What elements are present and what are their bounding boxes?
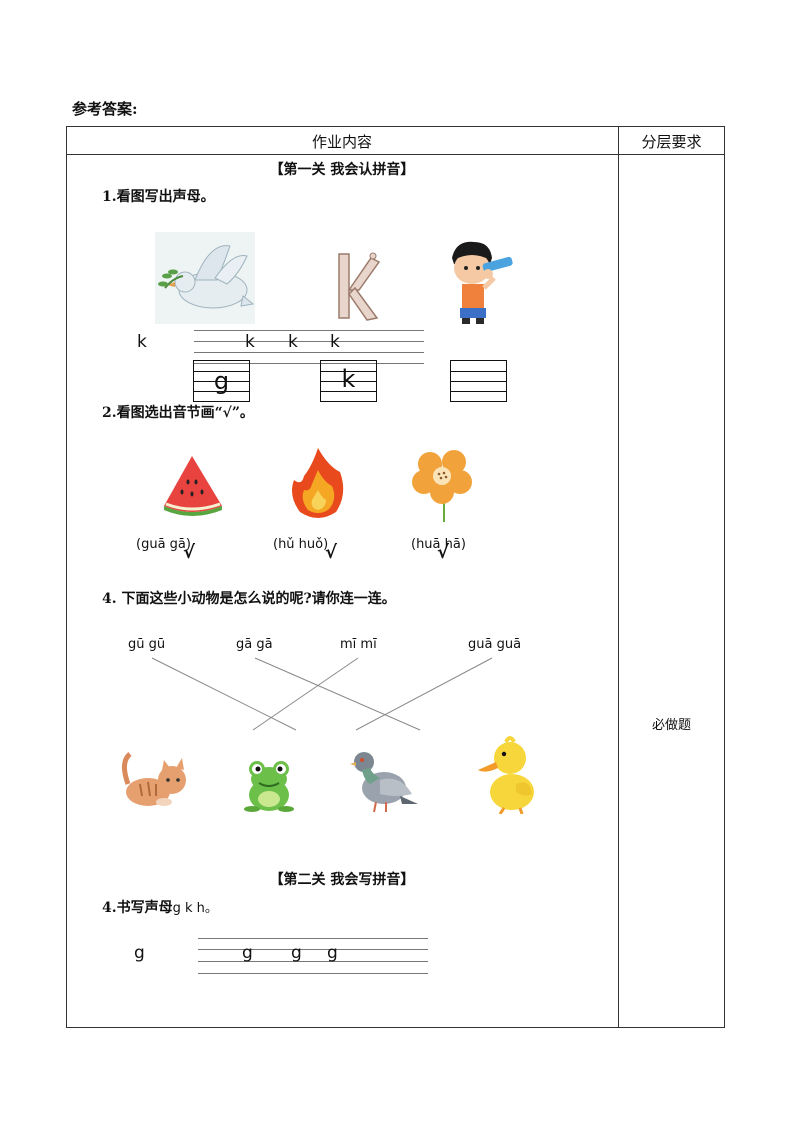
q1-trace-letter: k — [245, 332, 255, 352]
requirement-value: 必做题 — [651, 718, 691, 733]
level2-example-letter: g — [134, 943, 145, 963]
sound-label[interactable]: gā gā — [236, 637, 273, 652]
answer-heading: 参考答案: — [72, 100, 138, 118]
level2-trace-letter: g — [291, 943, 302, 963]
watermelon-image — [160, 452, 226, 518]
level2-trace-letter: g — [327, 943, 338, 963]
q1-example-letter: k — [137, 332, 147, 352]
dove-image — [155, 232, 255, 324]
q1-text: 1.看图写出声母。 — [102, 189, 215, 205]
q2-text: 2.看图选出音节画“√”。 — [102, 405, 254, 421]
match-line — [151, 657, 297, 731]
match-line — [355, 657, 493, 731]
check-mark: √ — [183, 542, 196, 563]
sound-label[interactable]: gū gū — [128, 637, 166, 652]
sound-label[interactable]: mī mī — [340, 637, 377, 652]
level1-title: 【第一关 我会认拼音】 — [269, 162, 415, 178]
check-mark: √ — [437, 542, 450, 563]
cat-image — [120, 744, 190, 810]
answer-letter: k — [341, 365, 356, 393]
q1-trace-letter: k — [330, 332, 340, 352]
level2-q4-text: 4.书写声母g k h。 — [102, 897, 218, 917]
q4-text: 4. 下面这些小动物是怎么说的呢?请你连一连。 — [102, 591, 396, 607]
answer-box-2[interactable]: k — [320, 360, 377, 402]
match-line — [254, 657, 421, 731]
table-header-divider — [66, 154, 725, 155]
level2-q4-letters: g k h。 — [172, 901, 218, 916]
check-mark: √ — [325, 542, 338, 563]
match-line — [252, 657, 359, 731]
header-requirement: 分层要求 — [641, 133, 702, 151]
answer-letter: g — [213, 367, 230, 395]
pigeon-image — [350, 744, 420, 816]
duck-image — [476, 734, 542, 815]
q1-writing-lines — [194, 330, 424, 370]
q2-options-watermelon[interactable]: (guā gā) — [136, 537, 191, 552]
answer-box-1[interactable]: g — [193, 360, 250, 402]
level2-q4-label: 4.书写声母 — [102, 900, 173, 916]
level2-trace-letter: g — [242, 943, 253, 963]
q2-options-fire[interactable]: (hǔ huǒ) — [273, 537, 329, 552]
frog-image — [242, 757, 296, 813]
answer-box-3[interactable] — [450, 360, 507, 402]
table-column-divider — [618, 126, 619, 1028]
sound-label[interactable]: guā guā — [468, 637, 522, 652]
level2-title: 【第二关 我会写拼音】 — [269, 872, 415, 888]
q1-trace-letter: k — [288, 332, 298, 352]
fire-image — [288, 446, 348, 522]
header-content: 作业内容 — [311, 133, 372, 151]
letter-k-image — [325, 250, 385, 322]
q2-options-flower[interactable]: (huā hā) — [411, 537, 466, 552]
answer-table — [66, 126, 725, 1028]
flower-image — [410, 446, 474, 524]
level2-writing-lines — [198, 938, 428, 978]
boy-drinking-image — [444, 238, 520, 326]
